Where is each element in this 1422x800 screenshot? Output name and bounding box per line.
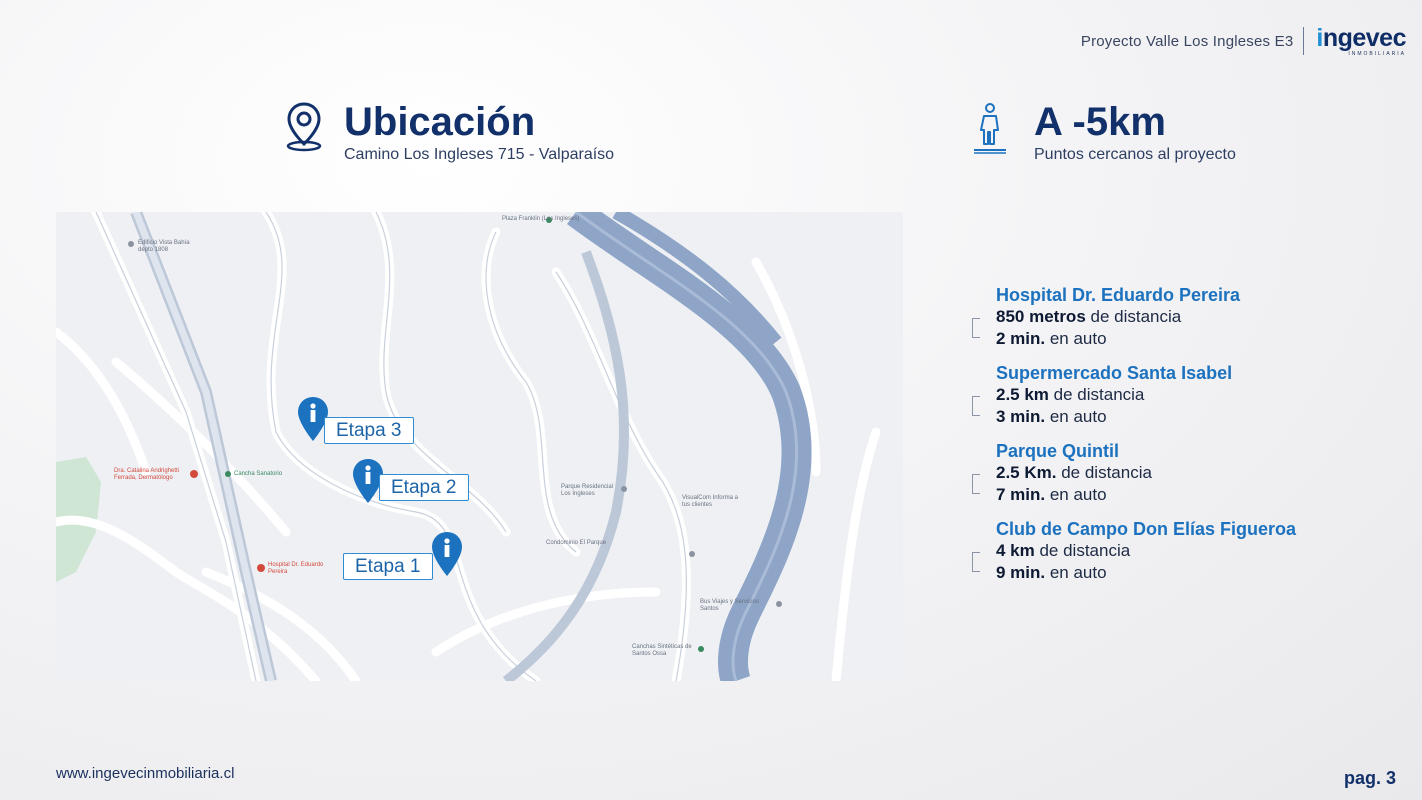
poi-name: Hospital Dr. Eduardo Pereira [996,285,1241,305]
walking-person-icon [974,103,1006,154]
distance-section-header: A -5km Puntos cercanos al proyecto [972,100,1236,164]
poi-distance: 2.5 km de distancia [996,385,1145,404]
bracket-decoration [972,396,980,416]
map-label-visualcom: VisualCom Informa a tus clientes [682,495,738,508]
stage-pin-icon[interactable] [296,395,330,443]
location-title: Ubicación [344,100,536,144]
map-label-plaza: Plaza Franklin (Los Ingleses) [502,216,580,222]
project-name: Proyecto Valle Los Ingleses E3 [1080,32,1294,50]
distance-title: A -5km [1034,100,1166,144]
location-map[interactable]: Plaza Franklin (Los Ingleses) Edificio V… [56,212,903,681]
poi-time: 7 min. en auto [996,485,1107,504]
map-label-condominio: Condominio El Parque [546,540,607,546]
bracket-decoration [972,474,980,494]
stage-label-etapa-2[interactable]: Etapa 2 [379,474,469,501]
poi-distance: 4 km de distancia [996,541,1131,560]
list-item: Club de Campo Don Elías Figueroa 4 km de… [972,518,1396,584]
list-item: Hospital Dr. Eduardo Pereira 850 metros … [972,284,1396,350]
poi-time: 2 min. en auto [996,329,1107,348]
poi-name: Parque Quintil [996,441,1120,461]
page-number: pag. 3 [1343,768,1396,788]
poi-distance: 2.5 Km. de distancia [996,463,1152,482]
map-roads [56,212,881,681]
website-link[interactable]: www.ingevecinmobiliaria.cl [56,765,235,782]
nearby-points-list: Hospital Dr. Eduardo Pereira 850 metros … [972,284,1396,596]
poi-distance: 850 metros de distancia [996,307,1182,326]
map-label-hospital: Hospital Dr. Eduardo Pereira [268,562,324,575]
logo-subtitle: INMOBILIARIA [1348,50,1406,57]
map-label-canchas: Canchas Sintéticas de Santos Ossa [632,644,692,657]
header-bar: Proyecto Valle Los Ingleses E3 ingevec I… [1080,23,1407,57]
location-section-header: Ubicación Camino Los Ingleses 715 - Valp… [284,100,614,164]
ingevec-logo: ingevec INMOBILIARIA [1316,23,1406,57]
bracket-decoration [972,552,980,572]
logo-wordmark: ingevec [1316,23,1406,52]
poi-time: 3 min. en auto [996,407,1107,426]
list-item: Supermercado Santa Isabel 2.5 km de dist… [972,362,1396,428]
map-label-parque-residencial: Parque Residencial Los Ingleses [561,484,614,497]
map-label-cancha: Cancha Sanatorio [234,471,283,477]
map-label-bus: Bus Viajes y Servicios Santos [700,599,759,612]
map-label-edificio: Edificio Vista Bahía depto 1808 [138,240,190,253]
stage-label-etapa-3[interactable]: Etapa 3 [324,417,414,444]
poi-name: Supermercado Santa Isabel [996,363,1233,383]
poi-name: Club de Campo Don Elías Figueroa [996,519,1297,539]
stage-pin-icon[interactable] [430,530,464,578]
poi-time: 9 min. en auto [996,563,1107,582]
location-address: Camino Los Ingleses 715 - Valparaíso [344,146,615,163]
distance-subtitle: Puntos cercanos al proyecto [1034,146,1236,163]
list-item: Parque Quintil 2.5 Km. de distancia 7 mi… [972,440,1396,506]
bracket-decoration [972,318,980,338]
stage-pin-icon[interactable] [351,457,385,505]
header-divider [1303,27,1305,55]
location-pin-icon [286,102,322,152]
stage-label-etapa-1[interactable]: Etapa 1 [343,553,433,580]
map-label-doctora: Dra. Catalina Andrighetti Ferrada, Derma… [114,468,180,481]
